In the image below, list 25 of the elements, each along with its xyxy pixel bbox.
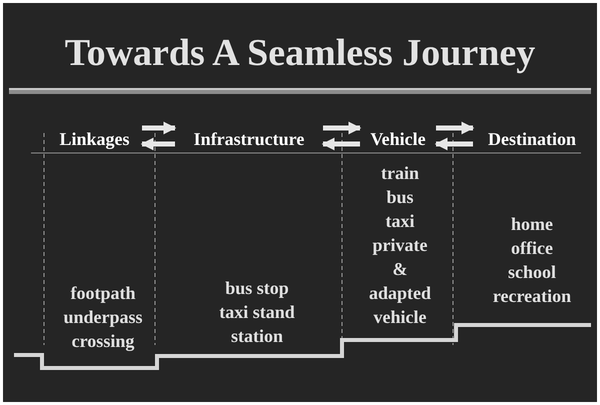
column-heading: Infrastructure: [194, 128, 304, 150]
column-heading: Destination: [488, 128, 576, 150]
list-item: taxi stand: [219, 301, 295, 324]
arrow: [140, 138, 175, 150]
list-item: underpass: [63, 306, 143, 329]
list-item: home: [511, 213, 553, 236]
column-heading: Linkages: [59, 128, 130, 151]
list-item: bus stop: [225, 277, 289, 300]
list-item: private & adapted vehicle: [368, 234, 432, 329]
list-item: office: [511, 237, 553, 260]
list-item: train: [381, 162, 419, 185]
list-item: school: [508, 261, 556, 284]
list-item: crossing: [72, 330, 134, 353]
column-heading: Vehicle: [370, 128, 426, 150]
arrow: [322, 138, 360, 150]
list-item: station: [230, 325, 283, 348]
list-item: footpath: [70, 282, 136, 305]
list-item: recreation: [492, 285, 572, 308]
arrow: [142, 122, 176, 134]
list-item: taxi: [386, 210, 414, 233]
arrow: [436, 122, 474, 134]
list-item: bus: [386, 186, 414, 209]
title: Towards A Seamless Journey: [64, 31, 536, 75]
arrow: [434, 138, 473, 150]
arrow: [323, 122, 362, 134]
